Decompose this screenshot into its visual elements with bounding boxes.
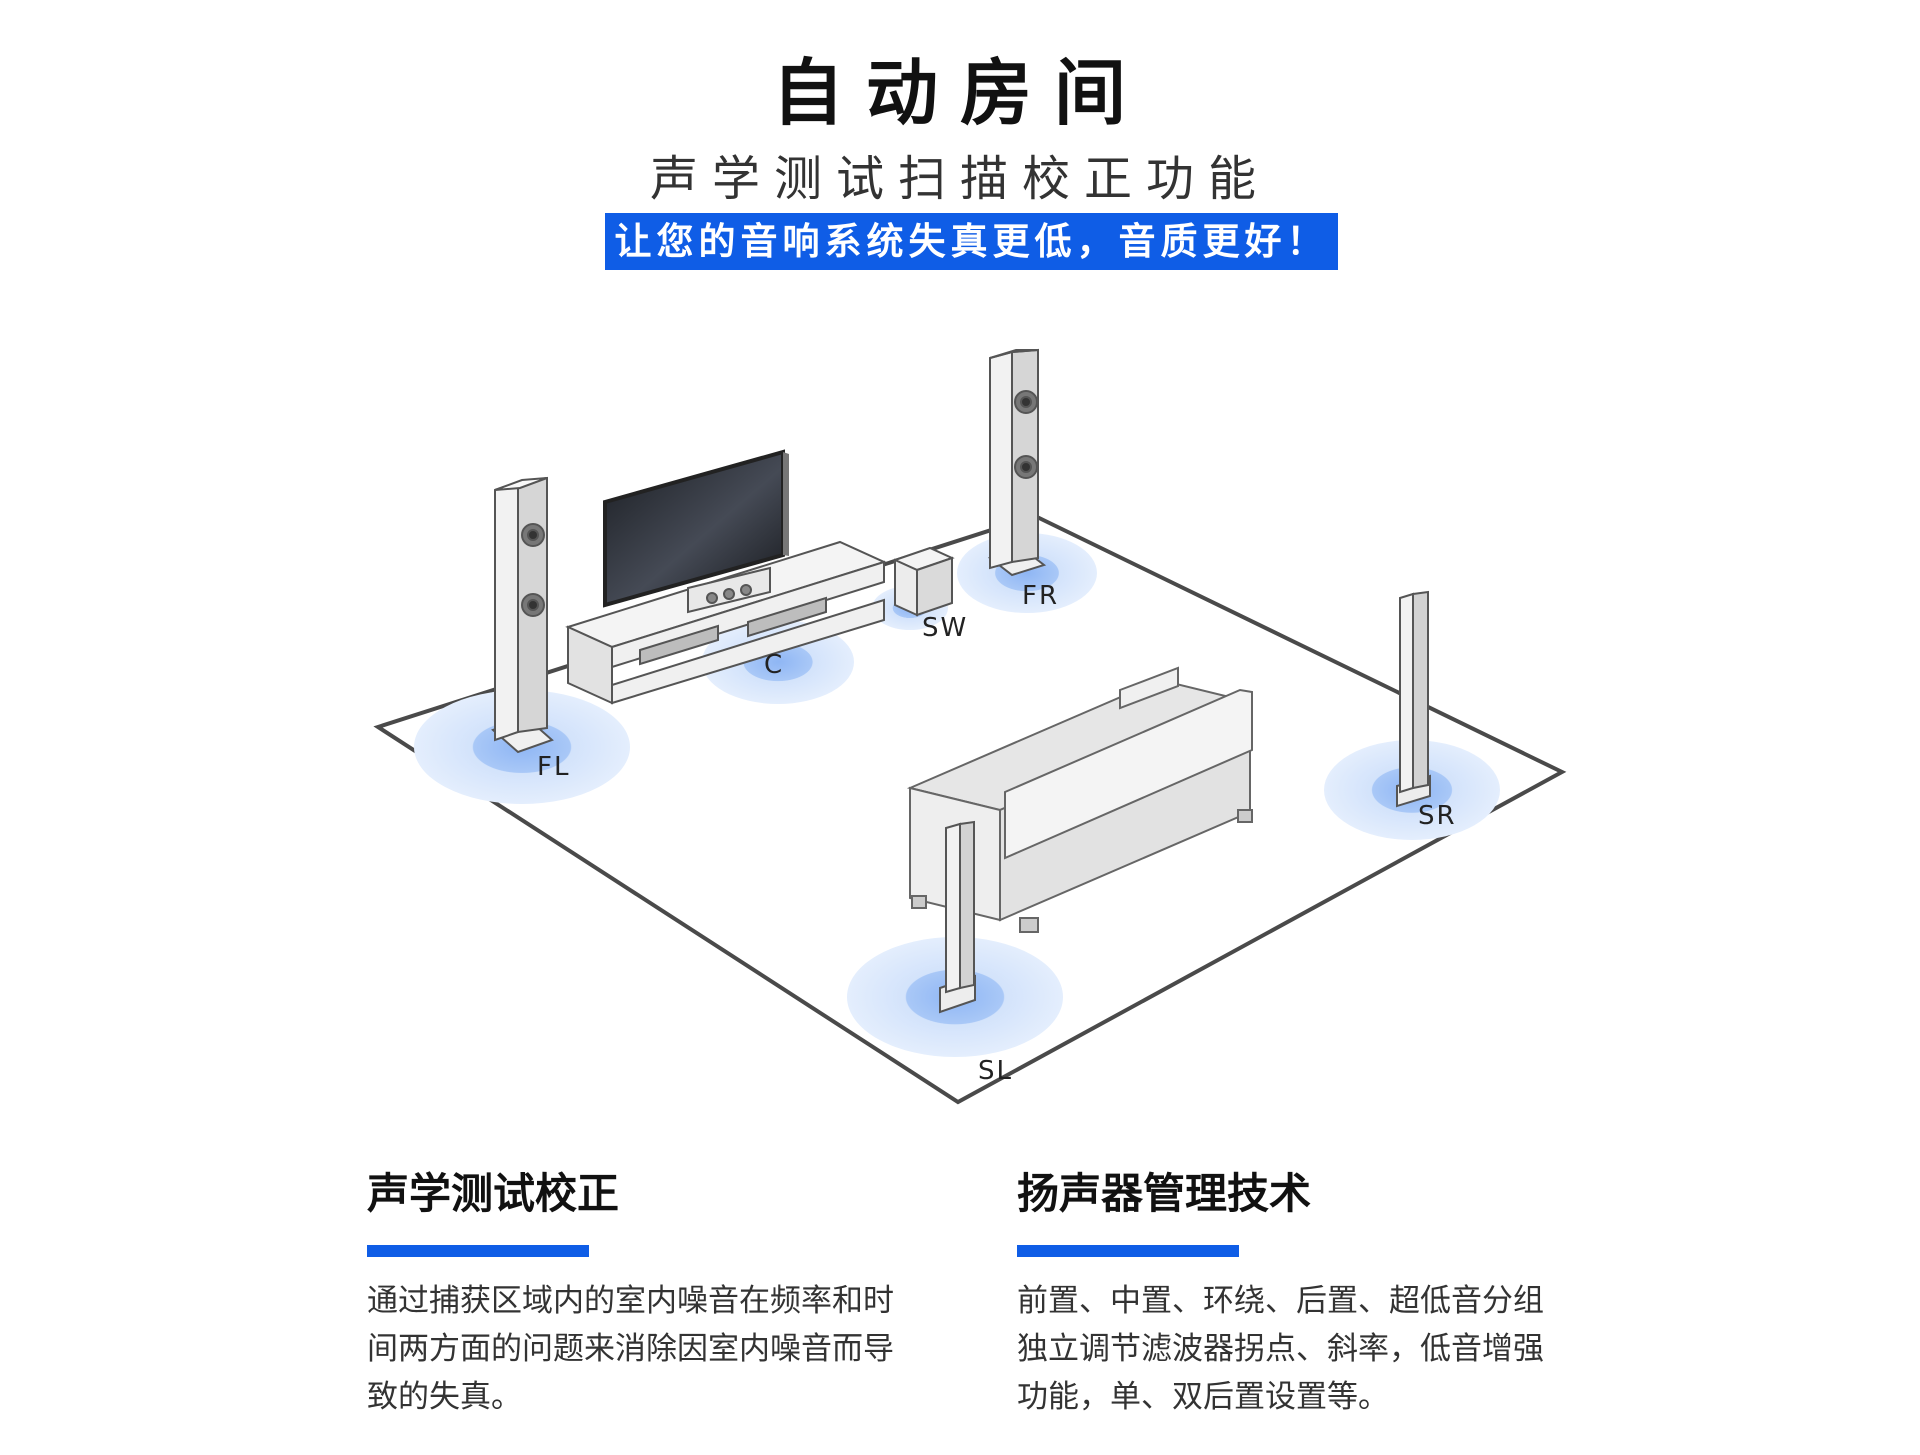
slogan-banner: 让您的音响系统失真更低，音质更好！ (605, 213, 1338, 270)
label-sw: SW (922, 613, 968, 643)
sofa (906, 666, 1254, 933)
subwoofer (892, 546, 955, 617)
accent-bar (367, 1245, 589, 1257)
feature-acoustic-calibration: 声学测试校正 通过捕获区域内的室内噪音在频率和时间两方面的问题来消除因室内噪音而… (367, 1165, 907, 1421)
speaker-fl-tower (491, 476, 554, 754)
speaker-fr-tower (987, 348, 1047, 577)
label-c: C (764, 650, 784, 680)
feature-title: 声学测试校正 (367, 1169, 620, 1218)
label-sl: SL (978, 1056, 1013, 1086)
page-title: 自动房间 (771, 51, 1148, 135)
tv (603, 449, 789, 608)
room-illustration: FL C SW FR SR SL (373, 348, 1567, 1105)
label-fl: FL (537, 752, 570, 782)
feature-speaker-management: 扬声器管理技术 前置、中置、环绕、后置、超低音分组独立调节滤波器拐点、斜率，低音… (1017, 1165, 1557, 1421)
feature-description: 前置、中置、环绕、后置、超低音分组独立调节滤波器拐点、斜率，低音增强功能，单、双… (1017, 1283, 1544, 1415)
speaker-sr-tower (1396, 590, 1431, 808)
center-speaker (687, 566, 771, 614)
page-subtitle: 声学测试扫描校正功能 (649, 151, 1270, 207)
feature-description: 通过捕获区域内的室内噪音在频率和时间两方面的问题来消除因室内噪音而导致的失真。 (367, 1283, 894, 1415)
accent-bar (1017, 1245, 1239, 1257)
speaker-sl-tower (939, 820, 976, 1014)
feature-title: 扬声器管理技术 (1017, 1169, 1312, 1218)
label-fr: FR (1022, 581, 1059, 611)
label-sr: SR (1418, 801, 1457, 831)
